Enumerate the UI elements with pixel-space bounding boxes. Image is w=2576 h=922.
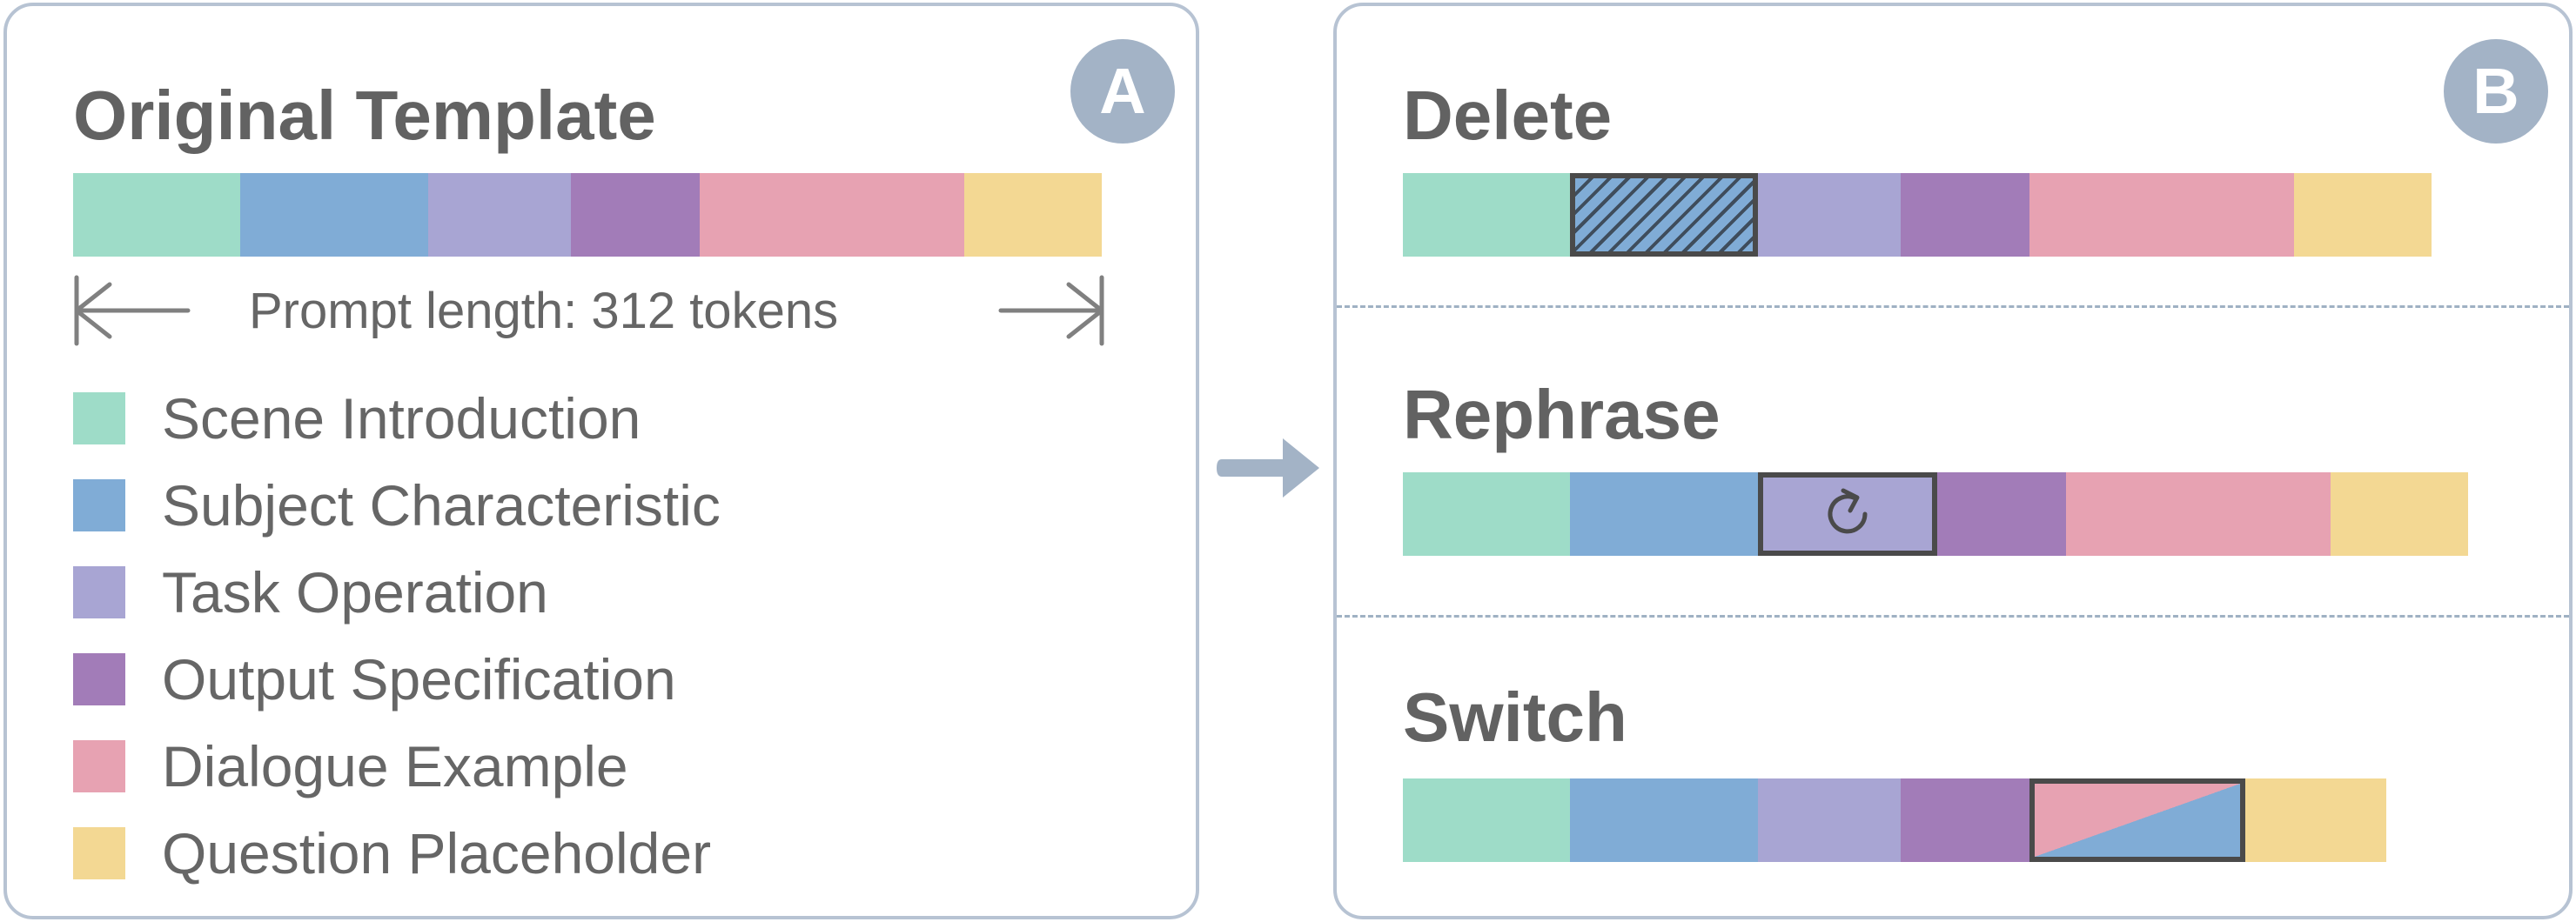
segment-scene-introduction xyxy=(1403,173,1570,257)
segment-subject-characteristic-deleted xyxy=(1570,173,1758,257)
legend-item-output-specification: Output Specification xyxy=(73,647,676,712)
segment-scene-introduction xyxy=(73,173,240,257)
right-arrow-icon xyxy=(1217,438,1319,498)
original-template-title: Original Template xyxy=(73,77,656,154)
refresh-icon xyxy=(1828,488,1868,534)
panel-operations: B Delete Rephrase Switch xyxy=(1333,3,2573,919)
section-divider xyxy=(1337,615,2569,618)
segment-scene-introduction xyxy=(1403,778,1570,862)
segment-question-placeholder xyxy=(2294,173,2432,257)
legend-label: Output Specification xyxy=(162,647,676,712)
panel-a-badge: A xyxy=(1070,39,1175,144)
segment-subject-characteristic xyxy=(1570,472,1758,556)
segment-task-operation xyxy=(428,173,571,257)
legend-label: Question Placeholder xyxy=(162,821,712,885)
legend-item-dialogue-example: Dialogue Example xyxy=(73,734,628,798)
panel-original-template: A Original Template Prompt length: 312 t… xyxy=(3,3,1199,919)
legend-swatch-output-specification xyxy=(73,653,125,705)
segment-output-specification xyxy=(1937,472,2066,556)
segment-question-placeholder xyxy=(964,173,1102,257)
segment-task-operation xyxy=(1758,173,1901,257)
switch-title: Switch xyxy=(1403,678,1627,756)
legend-swatch-scene-introduction xyxy=(73,392,125,444)
segment-dialogue-example xyxy=(700,173,964,257)
segment-question-placeholder xyxy=(2331,472,2468,556)
segment-output-specification xyxy=(1901,173,2029,257)
segment-task-operation xyxy=(1758,778,1901,862)
rephrase-title: Rephrase xyxy=(1403,376,1721,453)
segment-switched xyxy=(2029,778,2245,862)
legend-item-task-operation: Task Operation xyxy=(73,560,548,625)
segment-subject-characteristic xyxy=(240,173,428,257)
segment-subject-characteristic xyxy=(1570,778,1758,862)
switch-bar xyxy=(1403,778,2386,862)
segment-dialogue-example xyxy=(2066,472,2331,556)
rephrase-bar xyxy=(1403,472,2468,556)
legend-swatch-dialogue-example xyxy=(73,740,125,792)
legend-item-scene-introduction: Scene Introduction xyxy=(73,386,641,451)
legend-item-subject-characteristic: Subject Characteristic xyxy=(73,473,721,538)
segment-scene-introduction xyxy=(1403,472,1570,556)
legend-label: Task Operation xyxy=(162,560,548,625)
segment-dialogue-example xyxy=(2029,173,2294,257)
legend-swatch-question-placeholder xyxy=(73,827,125,879)
segment-output-specification xyxy=(1901,778,2029,862)
legend-label: Scene Introduction xyxy=(162,386,641,451)
legend-label: Subject Characteristic xyxy=(162,473,721,538)
legend-swatch-subject-characteristic xyxy=(73,479,125,531)
legend-swatch-task-operation xyxy=(73,566,125,618)
segment-task-operation-rephrased xyxy=(1758,472,1937,556)
prompt-length-label: Prompt length: 312 tokens xyxy=(249,283,839,339)
segment-question-placeholder xyxy=(2245,778,2386,862)
legend-item-question-placeholder: Question Placeholder xyxy=(73,821,712,885)
prompt-length-arrows xyxy=(74,275,1104,346)
delete-title: Delete xyxy=(1403,77,1613,154)
panel-b-badge: B xyxy=(2444,39,2548,144)
segment-output-specification xyxy=(571,173,700,257)
legend-label: Dialogue Example xyxy=(162,734,628,798)
delete-bar xyxy=(1403,173,2432,257)
original-template-bar xyxy=(73,173,1102,257)
section-divider xyxy=(1337,305,2569,308)
